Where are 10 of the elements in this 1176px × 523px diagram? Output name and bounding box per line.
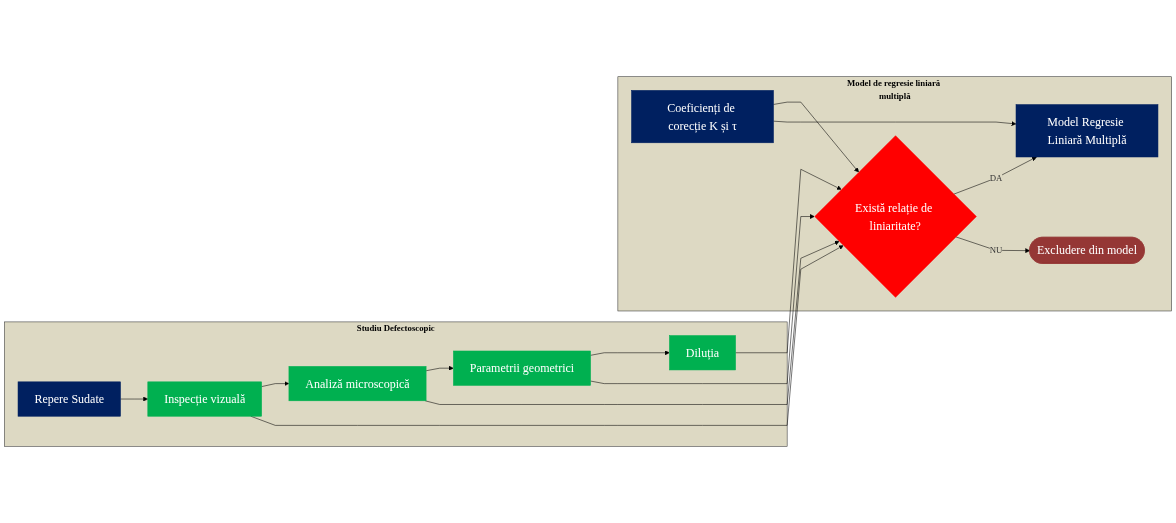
edge-label: NU xyxy=(989,245,1003,255)
node-box: Repere Sudate xyxy=(17,381,121,417)
node-box: Inspecție vizuală xyxy=(147,381,262,417)
node-box: Model Regresie Liniară Multiplă xyxy=(1015,104,1159,158)
node-diamond: Există relație de liniaritate? xyxy=(814,135,977,298)
node-box: Analiză microscopică xyxy=(288,366,427,402)
edge-label: DA xyxy=(989,173,1003,183)
node-box: Coeficienți de corecție K și τ xyxy=(631,90,774,144)
node-box: Parametrii geometrici xyxy=(453,350,591,386)
node-box: Diluția xyxy=(669,335,736,371)
